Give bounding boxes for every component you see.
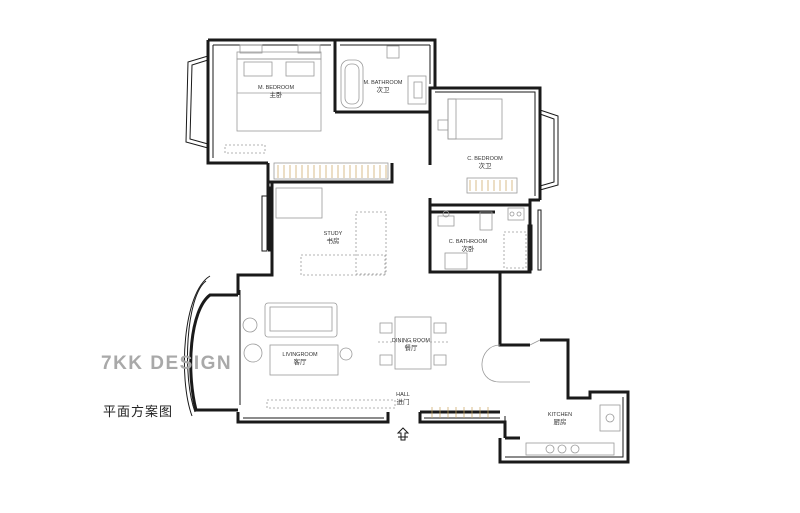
room-label-master-bedroom: M. BEDROOM <box>258 85 294 91</box>
wall-between-bedrooms <box>408 86 542 200</box>
room-label-master-bathroom-zh: 次卫 <box>377 85 391 94</box>
dining-table <box>394 316 432 370</box>
coffee-table <box>269 344 339 376</box>
bay-windows <box>183 55 559 417</box>
brand-logo: 7KK DESIGN <box>101 353 233 374</box>
room-label-study: STUDY <box>324 231 343 237</box>
room-label-master-bathroom: M. BATHROOM <box>363 80 402 86</box>
room-label-hall: HALL <box>396 392 410 398</box>
room-label-living-room-zh: 客厅 <box>294 357 308 366</box>
entrance-arrow-icon <box>396 427 410 441</box>
sofa <box>264 302 338 338</box>
room-label-dining-room-zh: 餐厅 <box>405 343 419 352</box>
wall-south-living <box>236 412 390 424</box>
room-label-living-room: LIVINGROOM <box>282 352 318 358</box>
furniture <box>224 44 621 456</box>
master-bathtub <box>340 59 364 109</box>
room-label-dining-room: DINING ROOM <box>392 338 430 344</box>
room-label-kitchen: KITCHEN <box>548 412 572 418</box>
room-label-study-zh: 书房 <box>327 236 340 245</box>
wall-north-master <box>208 38 437 88</box>
room-label-hall-zh: 进门 <box>397 397 410 406</box>
wall-west-master <box>206 40 268 165</box>
room-label-master-bedroom-zh: 主卧 <box>270 90 284 99</box>
room-label-child-bedroom-zh: 次卫 <box>479 161 493 170</box>
room-label-child-bedroom: C. BEDROOM <box>467 156 503 162</box>
plan-caption: 平面方案图 <box>103 405 174 420</box>
room-label-kitchen-zh: 厨房 <box>554 417 567 426</box>
room-label-child-bathroom: C. BATHROOM <box>449 239 488 245</box>
room-label-child-bathroom-zh: 次卧 <box>462 244 476 253</box>
stair-hatch <box>277 165 513 418</box>
